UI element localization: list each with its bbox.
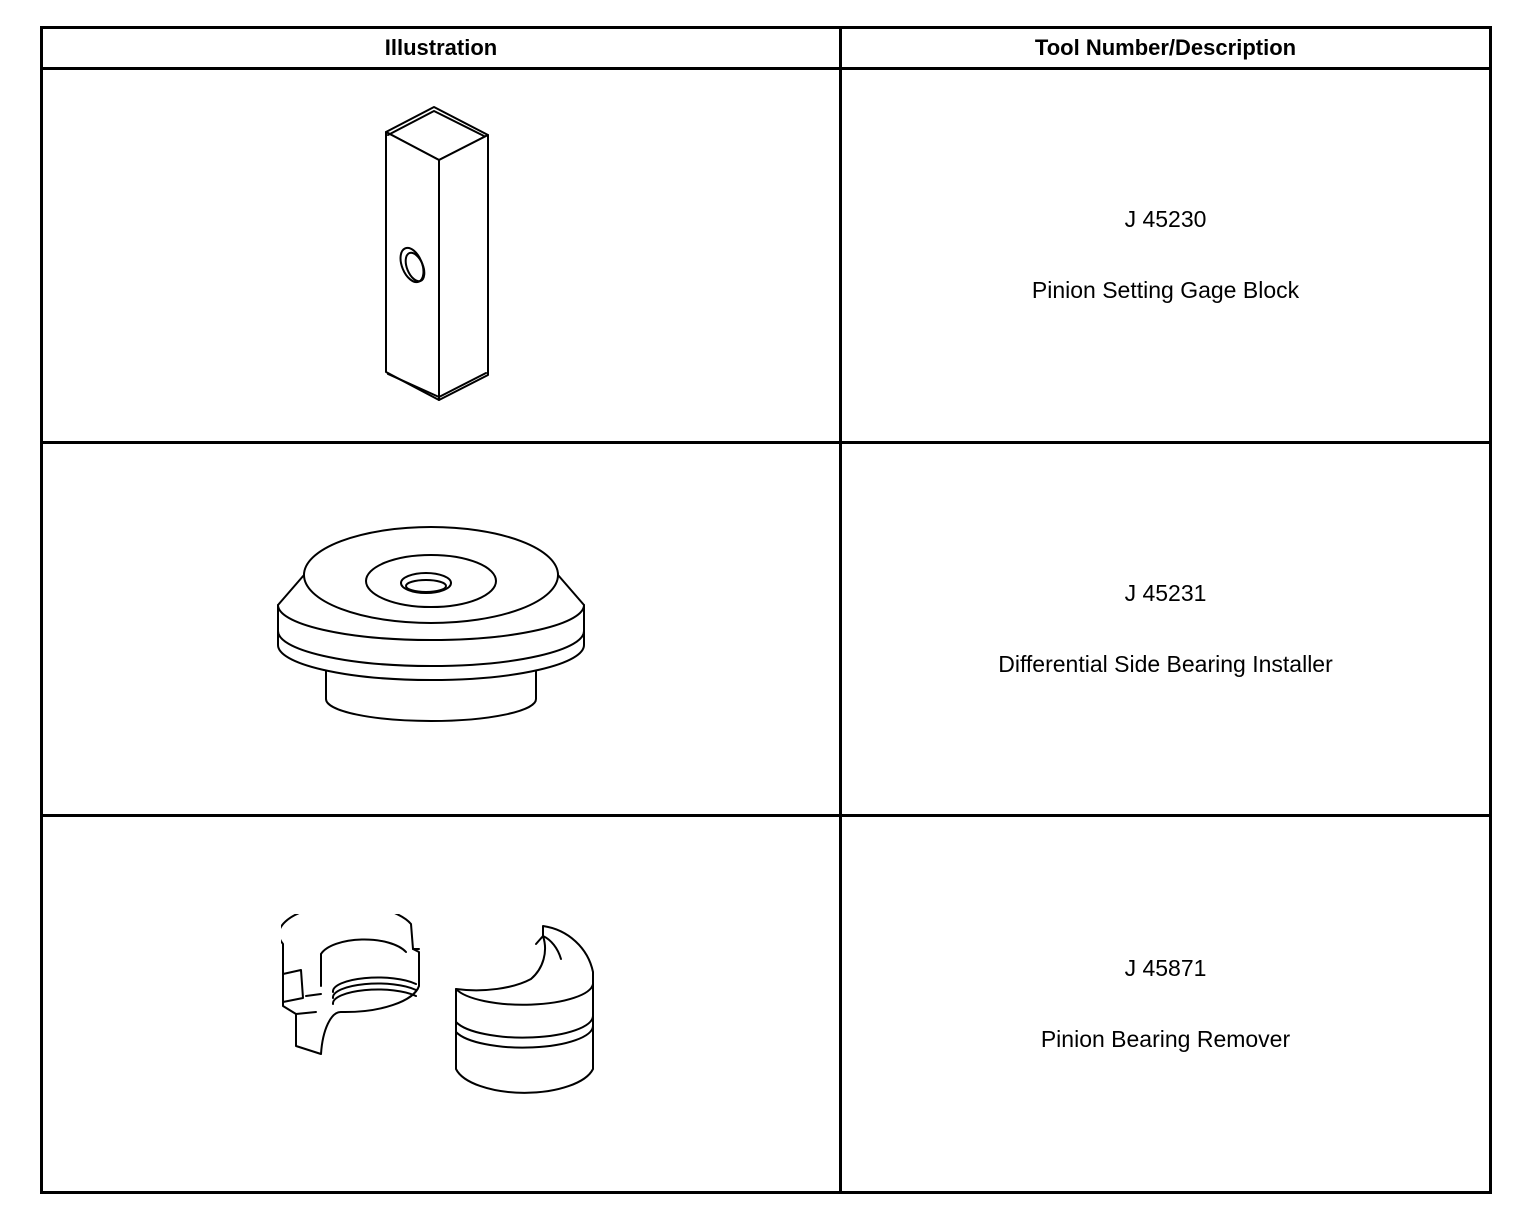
- row-2-description-cell: J 45231 Differential Side Bearing Instal…: [842, 444, 1489, 818]
- row-3-illustration-cell: [43, 817, 842, 1191]
- header-description-label: Tool Number/Description: [1034, 35, 1297, 60]
- gage-block-illustration: [385, 106, 489, 402]
- header-tool-number-description: Tool Number/Description: [842, 29, 1489, 70]
- header-illustration: Illustration: [43, 29, 842, 70]
- tool-description: Differential Side Bearing Installer: [998, 650, 1333, 677]
- remover-right-half: [455, 925, 594, 1094]
- remover-left-half: [281, 914, 420, 1056]
- special-tools-table: Illustration Tool Number/Description J 4…: [40, 26, 1492, 1194]
- row-3-description-cell: J 45871 Pinion Bearing Remover: [842, 817, 1489, 1191]
- row-1-description-cell: J 45230 Pinion Setting Gage Block: [842, 70, 1489, 444]
- bearing-installer-illustration: [277, 525, 585, 722]
- bearing-remover-illustration: [281, 914, 594, 1094]
- tool-description: Pinion Setting Gage Block: [1031, 277, 1300, 304]
- tool-description: Pinion Bearing Remover: [1040, 1026, 1291, 1053]
- tool-number: J 45230: [1124, 206, 1207, 233]
- tool-number: J 45231: [1124, 579, 1207, 606]
- tool-number: J 45871: [1124, 955, 1207, 982]
- header-illustration-label: Illustration: [384, 35, 498, 60]
- row-2-illustration-cell: [43, 443, 842, 818]
- row-1-illustration-cell: [43, 70, 842, 444]
